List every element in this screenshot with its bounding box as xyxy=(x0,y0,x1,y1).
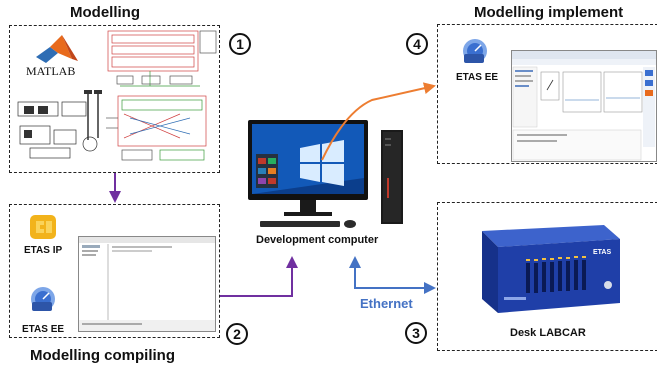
title-modelling-implement: Modelling implement xyxy=(474,4,624,21)
matlab-logo-icon xyxy=(36,35,78,63)
etas-ee-icon xyxy=(31,287,55,311)
etas-ip-label: ETAS IP xyxy=(24,245,63,256)
development-computer-illustration xyxy=(248,120,403,228)
implement-box: ETAS EE xyxy=(437,24,657,164)
tower-pc-icon xyxy=(381,130,403,224)
desktop-monitor-icon xyxy=(248,120,368,228)
simulink-model-diagram xyxy=(17,30,217,161)
arrow-computer-to-implement xyxy=(321,82,436,161)
step-number-4: 4 xyxy=(406,33,428,55)
step-number-1: 1 xyxy=(229,33,251,55)
step-number-3: 3 xyxy=(405,322,427,344)
arrow-compiling-to-computer xyxy=(220,256,298,297)
experiment-window-screenshot xyxy=(511,50,657,162)
desk-labcar-label: Desk LABCAR xyxy=(510,327,586,339)
etas-ee-icon xyxy=(463,39,487,63)
compiler-window-screenshot xyxy=(78,236,216,332)
development-computer-label: Development computer xyxy=(256,234,379,246)
compiling-box: ETAS IP ETAS EE xyxy=(9,204,220,338)
title-modelling: Modelling xyxy=(70,4,140,21)
step-number-2: 2 xyxy=(226,323,248,345)
modelling-box: MATLAB xyxy=(9,25,220,173)
labcar-logo-text: ETAS xyxy=(593,249,612,256)
etas-ip-icon xyxy=(30,215,56,239)
labcar-box-icon xyxy=(482,225,620,313)
arrow-computer-to-labcar xyxy=(349,256,436,294)
etas-ee-left-label: ETAS EE xyxy=(22,324,65,335)
title-modelling-compiling: Modelling compiling xyxy=(30,347,175,364)
etas-ee-right-label: ETAS EE xyxy=(456,72,499,83)
labcar-box: ETAS Desk LABCAR xyxy=(437,202,657,351)
matlab-label: MATLAB xyxy=(26,64,76,78)
ethernet-label: Ethernet xyxy=(360,296,413,311)
